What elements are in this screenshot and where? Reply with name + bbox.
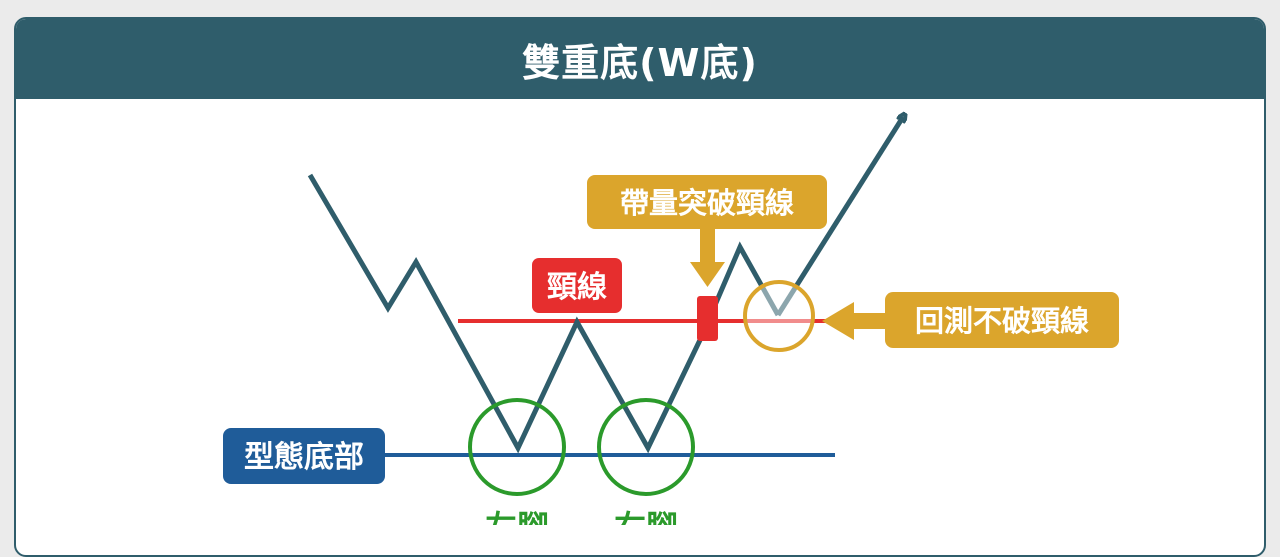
price-path-line xyxy=(307,173,781,454)
left-foot-circle xyxy=(468,398,566,496)
breakout-label-box xyxy=(587,175,827,229)
diagram-card: 雙重底(W底) xyxy=(14,17,1266,557)
neckline-label-box xyxy=(532,258,622,313)
pattern-bottom-label: 型態底部 xyxy=(244,440,364,475)
right-foot-circle xyxy=(597,398,695,496)
retest-arrow-head xyxy=(822,302,854,340)
retest-circle xyxy=(743,280,815,352)
double-bottom-diagram: 帶量突破頸線 頸線 回測不破頸線 型態底部 左腳 右腳 xyxy=(223,0,1119,525)
breakout-arrow-stem xyxy=(700,228,715,264)
left-foot-label: 左腳 xyxy=(485,508,549,525)
breakout-arrow-head xyxy=(690,262,725,287)
right-foot-label: 右腳 xyxy=(614,508,678,525)
breakout-label: 帶量突破頸線 xyxy=(620,186,794,220)
header-bar: 雙重底(W底) xyxy=(16,19,1264,99)
page-title: 雙重底(W底) xyxy=(522,40,758,85)
neckline-label: 頸線 xyxy=(547,270,607,305)
retest-label-box xyxy=(885,292,1119,348)
uptrend-arrow xyxy=(775,117,903,317)
pattern-bottom-label-box xyxy=(223,428,385,484)
retest-label: 回測不破頸線 xyxy=(915,304,1089,338)
retest-arrow-stem xyxy=(852,313,892,329)
breakout-candle xyxy=(697,296,718,341)
